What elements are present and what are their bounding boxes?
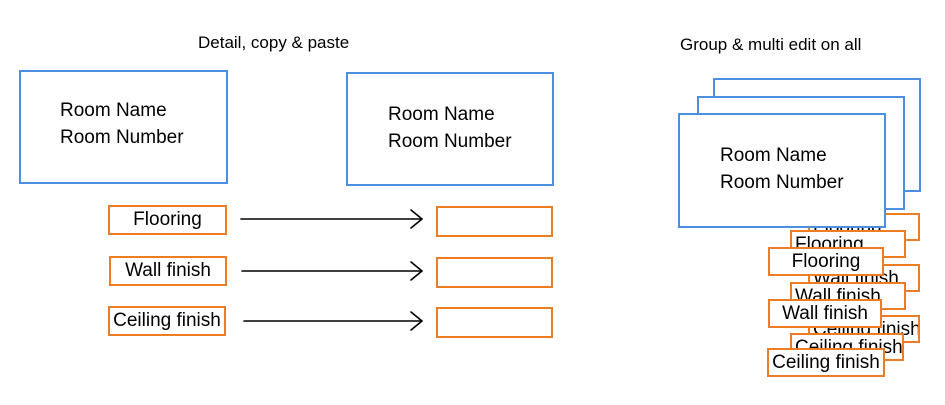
- stacked-flooring-label-front[interactable]: Flooring: [768, 247, 884, 276]
- target-room-name: Room Name: [388, 104, 495, 125]
- stacked-ceiling-finish-label-front[interactable]: Ceiling finish: [767, 348, 885, 377]
- wall-finish-copy-arrow: [241, 261, 423, 281]
- stacked-wall-finish-label-front[interactable]: Wall finish: [768, 299, 882, 328]
- source-room-tag[interactable]: Room Name Room Number: [19, 70, 228, 184]
- source-room-number: Room Number: [60, 127, 184, 148]
- source-ceiling-finish-label[interactable]: Ceiling finish: [108, 306, 226, 336]
- right-section-title: Group & multi edit on all: [680, 35, 862, 54]
- left-section-title: Detail, copy & paste: [198, 33, 350, 52]
- source-room-name: Room Name: [60, 100, 167, 121]
- target-flooring-field[interactable]: [436, 206, 553, 237]
- target-room-tag[interactable]: Room Name Room Number: [346, 72, 554, 186]
- target-ceiling-finish-field[interactable]: [436, 307, 553, 338]
- stacked-room-name: Room Name: [720, 145, 827, 166]
- stacked-room-number: Room Number: [720, 172, 844, 193]
- source-flooring-label[interactable]: Flooring: [108, 205, 227, 235]
- flooring-copy-arrow: [240, 209, 423, 229]
- ceiling-finish-copy-arrow: [243, 311, 423, 331]
- source-wall-finish-label[interactable]: Wall finish: [109, 256, 227, 286]
- stacked-room-tag-front[interactable]: Room Name Room Number: [678, 113, 886, 228]
- target-wall-finish-field[interactable]: [436, 257, 553, 288]
- target-room-number: Room Number: [388, 131, 512, 152]
